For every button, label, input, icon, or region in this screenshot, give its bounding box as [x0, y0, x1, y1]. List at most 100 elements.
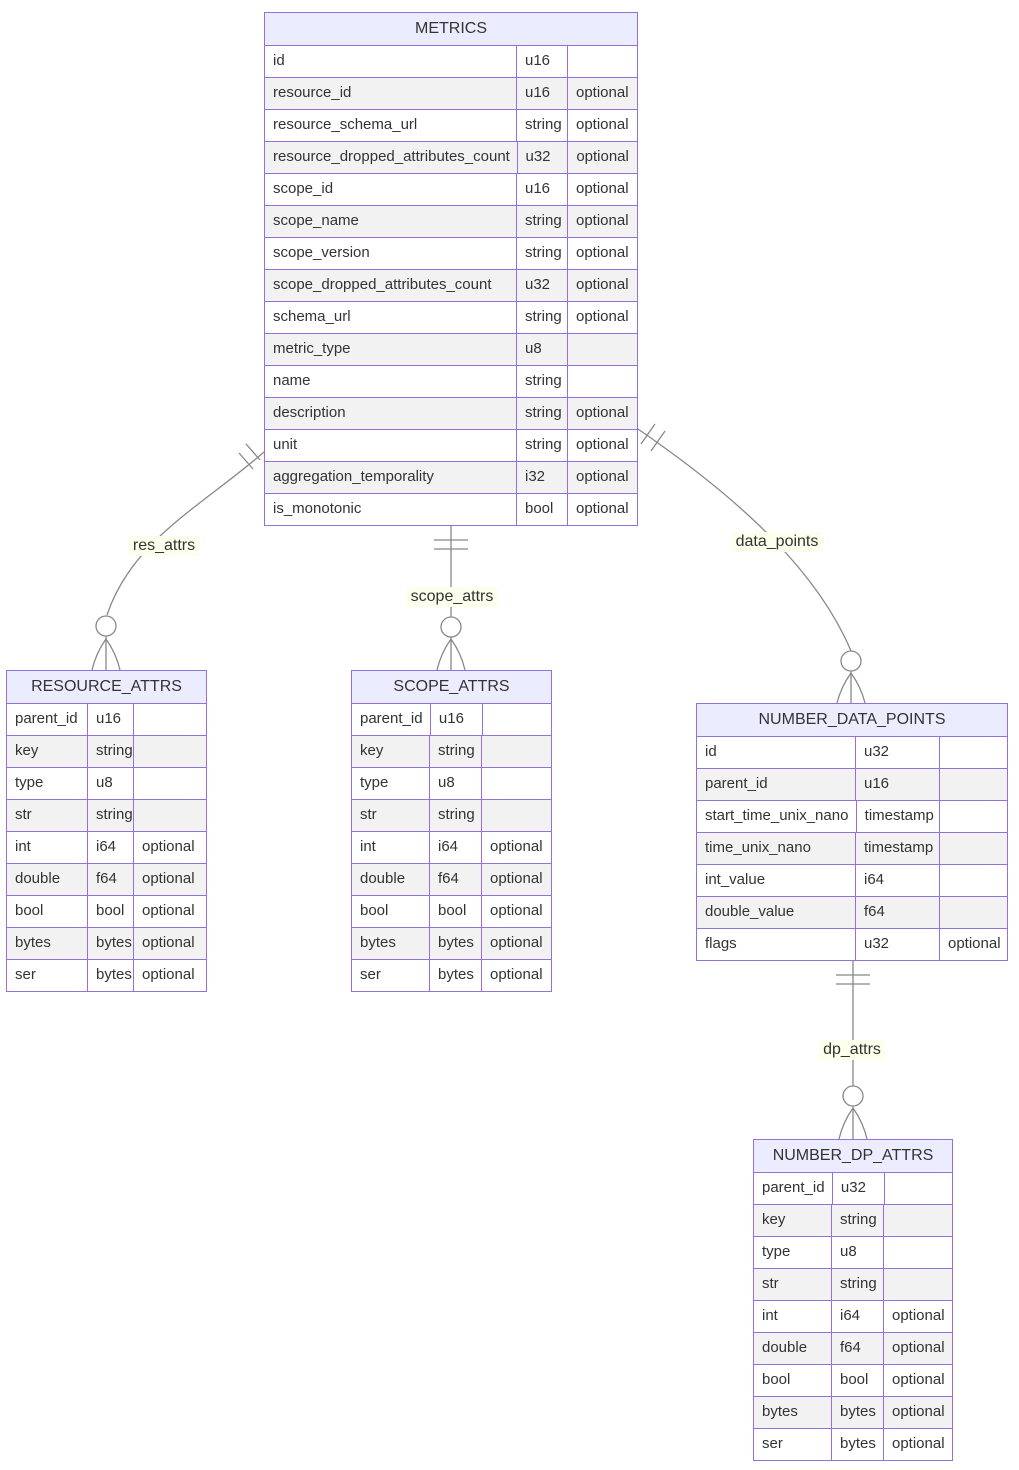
attribute-constraint — [133, 767, 206, 799]
attribute-name: is_monotonic — [265, 493, 516, 525]
attribute-constraint — [133, 735, 206, 767]
attribute-type: bool — [429, 895, 481, 927]
attribute-name: metric_type — [265, 333, 516, 365]
relationship-scope-attrs — [434, 524, 468, 671]
attribute-constraint: optional — [883, 1332, 952, 1364]
zero-or-more-marker-icon — [91, 615, 121, 671]
attribute-constraint: optional — [883, 1428, 952, 1460]
attribute-name: int — [352, 831, 429, 863]
relationship-dp-attrs — [836, 959, 870, 1140]
relationship-label-data-points: data_points — [731, 532, 823, 552]
attribute-constraint — [133, 799, 206, 831]
attribute-type: i64 — [429, 831, 481, 863]
attribute-constraint — [939, 832, 1007, 864]
entity-title: NUMBER_DP_ATTRS — [754, 1140, 952, 1172]
attribute-type: u8 — [87, 767, 133, 799]
attribute-constraint — [481, 799, 551, 831]
attribute-type: u8 — [516, 333, 567, 365]
attribute-name: parent_id — [7, 703, 87, 735]
exactly-one-marker-icon — [238, 443, 261, 470]
attribute-name: flags — [697, 928, 855, 960]
attribute-constraint — [481, 767, 551, 799]
attribute-constraint: optional — [567, 237, 637, 269]
attribute-name: int_value — [697, 864, 855, 896]
attribute-type: string — [429, 735, 481, 767]
attribute-type: bytes — [87, 927, 133, 959]
attribute-type: u8 — [831, 1236, 883, 1268]
attribute-type: u32 — [831, 1172, 884, 1204]
zero-or-more-marker-icon — [436, 616, 466, 671]
relationship-path — [637, 428, 852, 652]
entity-title: NUMBER_DATA_POINTS — [697, 704, 1007, 736]
attribute-constraint: optional — [567, 493, 637, 525]
attribute-type: u16 — [855, 768, 939, 800]
attribute-constraint — [939, 768, 1007, 800]
attribute-name: key — [352, 735, 429, 767]
attribute-constraint — [883, 1204, 952, 1236]
attribute-type: string — [516, 109, 567, 141]
attribute-type: u16 — [516, 77, 567, 109]
attribute-constraint: optional — [481, 959, 551, 991]
attribute-constraint: optional — [133, 863, 206, 895]
attribute-name: unit — [265, 429, 516, 461]
entity-title: RESOURCE_ATTRS — [7, 671, 206, 703]
attribute-name: str — [7, 799, 87, 831]
attribute-type: bytes — [831, 1428, 883, 1460]
relationship-path — [106, 451, 265, 616]
attribute-constraint: optional — [883, 1396, 952, 1428]
attribute-type: bytes — [831, 1396, 883, 1428]
attribute-type: u32 — [855, 736, 939, 768]
attribute-constraint — [133, 703, 206, 735]
attribute-constraint: optional — [481, 927, 551, 959]
attribute-name: int — [7, 831, 87, 863]
attribute-type: f64 — [855, 896, 939, 928]
attribute-type: string — [516, 301, 567, 333]
attribute-name: name — [265, 365, 516, 397]
attribute-name: ser — [754, 1428, 831, 1460]
attribute-constraint: optional — [567, 301, 637, 333]
attribute-name: aggregation_temporality — [265, 461, 516, 493]
attribute-type: bool — [516, 493, 567, 525]
attribute-constraint — [883, 1172, 952, 1204]
attribute-type: string — [831, 1268, 883, 1300]
attribute-type: string — [831, 1204, 883, 1236]
attribute-name: scope_version — [265, 237, 516, 269]
attribute-name: type — [352, 767, 429, 799]
attribute-type: string — [516, 429, 567, 461]
attribute-constraint: optional — [567, 461, 637, 493]
attribute-type: string — [516, 237, 567, 269]
attribute-type: u16 — [516, 45, 567, 77]
attribute-name: start_time_unix_nano — [697, 800, 856, 832]
attribute-name: scope_name — [265, 205, 516, 237]
attribute-type: string — [87, 735, 133, 767]
attribute-type: timestamp — [855, 832, 939, 864]
attribute-type: timestamp — [855, 800, 940, 832]
attribute-name: bool — [754, 1364, 831, 1396]
